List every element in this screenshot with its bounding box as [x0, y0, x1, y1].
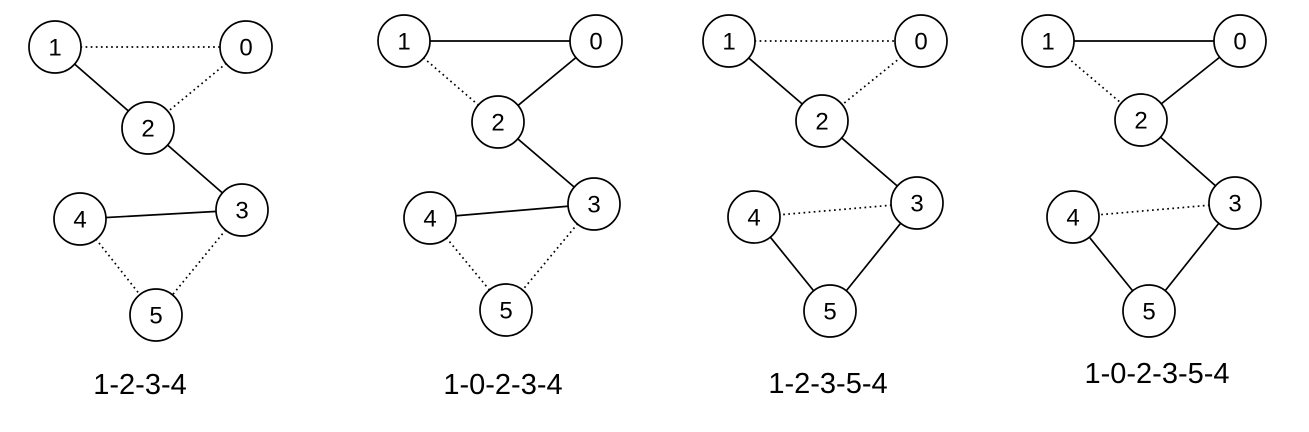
node-circle-3 — [890, 176, 944, 230]
edge-3-4-solid — [429, 203, 595, 219]
node-label-4: 4 — [423, 205, 436, 232]
node-circle-2 — [121, 101, 175, 155]
node-label-3: 3 — [235, 197, 248, 224]
node-label-0: 0 — [914, 28, 927, 55]
edge-3-4-solid — [79, 209, 243, 220]
node-circle-1 — [28, 20, 82, 74]
node-label-3: 3 — [910, 190, 923, 217]
graph-0: 1 0 2 3 4 5 — [28, 20, 273, 342]
node-label-5: 5 — [149, 302, 162, 329]
node-circle-5 — [803, 284, 857, 338]
graph-caption: 1-2-3-4 — [93, 369, 187, 401]
node-label-0: 0 — [239, 34, 252, 61]
graph-caption: 1-0-2-3-4 — [443, 369, 563, 401]
node-label-5: 5 — [499, 297, 512, 324]
graph-3: 1 0 2 3 4 5 — [1021, 14, 1267, 338]
node-circle-3 — [1208, 176, 1262, 230]
node-circle-5 — [1122, 284, 1176, 338]
node-label-2: 2 — [141, 115, 154, 142]
node-label-4: 4 — [1066, 204, 1079, 231]
node-label-4: 4 — [73, 206, 86, 233]
node-circle-5 — [479, 283, 533, 337]
node-label-4: 4 — [747, 204, 760, 231]
node-circle-4 — [1046, 190, 1100, 244]
node-label-2: 2 — [1134, 107, 1147, 134]
node-circle-5 — [129, 288, 183, 342]
node-circle-3 — [215, 183, 269, 237]
edge-3-4-dotted — [753, 202, 918, 218]
graph-caption: 1-0-2-3-5-4 — [1084, 358, 1230, 390]
node-label-2: 2 — [815, 108, 828, 135]
node-circle-0 — [1213, 14, 1267, 68]
node-label-1: 1 — [722, 28, 735, 55]
node-label-1: 1 — [397, 28, 410, 55]
node-label-5: 5 — [1142, 298, 1155, 325]
node-circle-0 — [894, 14, 948, 68]
node-circle-1 — [1021, 14, 1075, 68]
node-label-0: 0 — [589, 28, 602, 55]
graph-1: 1 0 2 3 4 5 — [377, 14, 623, 337]
node-label-3: 3 — [587, 191, 600, 218]
node-label-0: 0 — [1233, 28, 1246, 55]
node-label-5: 5 — [823, 298, 836, 325]
graph-caption: 1-2-3-5-4 — [768, 368, 888, 400]
node-circle-2 — [471, 95, 525, 149]
node-circle-0 — [219, 20, 273, 74]
node-circle-1 — [702, 14, 756, 68]
node-circle-2 — [1114, 93, 1168, 147]
graph-2: 1 0 2 3 4 5 — [702, 14, 948, 338]
node-circle-1 — [377, 14, 431, 68]
node-circle-0 — [569, 14, 623, 68]
node-circle-4 — [727, 190, 781, 244]
node-circle-4 — [53, 192, 107, 246]
node-label-2: 2 — [491, 109, 504, 136]
node-label-1: 1 — [1041, 28, 1054, 55]
node-label-1: 1 — [48, 34, 61, 61]
node-label-3: 3 — [1228, 190, 1241, 217]
node-circle-2 — [795, 94, 849, 148]
node-circle-3 — [567, 177, 621, 231]
edge-3-4-dotted — [1072, 202, 1236, 218]
node-circle-4 — [403, 191, 457, 245]
